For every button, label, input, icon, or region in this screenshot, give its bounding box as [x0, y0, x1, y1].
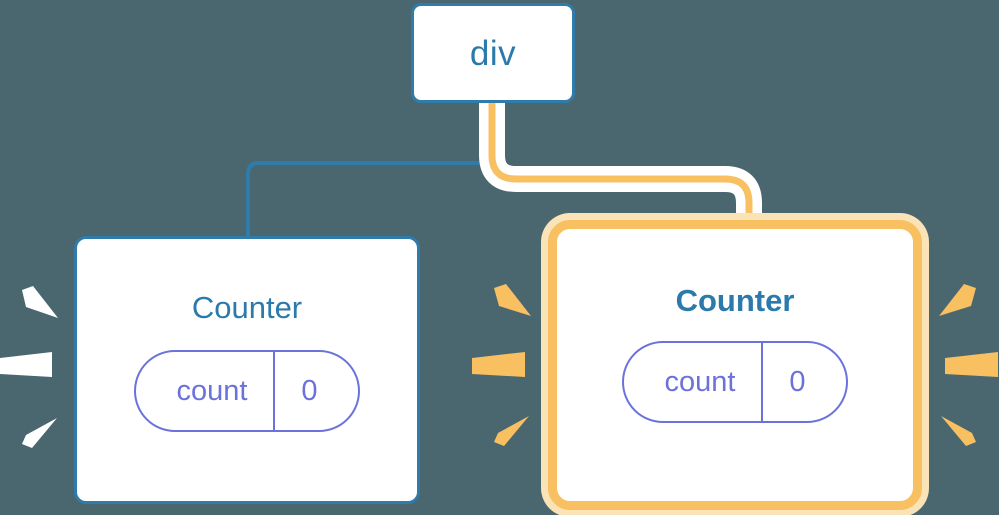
- sparkle-amber-icon-group-middle: [472, 284, 531, 446]
- sparkle-amber-icon: [941, 416, 976, 446]
- edge-div-to-counter-right: [488, 100, 753, 240]
- edge-div-to-counter-left: [246, 101, 494, 240]
- node-counter-left[interactable]: Counter count 0: [74, 236, 420, 504]
- state-pill-right[interactable]: count 0: [622, 341, 848, 423]
- state-name-left: count: [176, 374, 248, 407]
- sparkle-amber-icon-group-right: [939, 284, 998, 446]
- node-counter-right[interactable]: Counter count 0: [548, 220, 922, 510]
- node-counter-right-inner: Counter count 0: [563, 235, 907, 495]
- node-div-label: div: [469, 33, 517, 73]
- state-pill-divider-left: [273, 352, 276, 430]
- sparkle-amber-icon: [939, 284, 976, 316]
- node-counter-left-label: Counter: [191, 290, 303, 325]
- state-pill-divider-right: [761, 343, 764, 421]
- sparkle-white-icon: [22, 418, 57, 448]
- state-value-right: 0: [789, 365, 806, 398]
- sparkle-white-icon: [22, 286, 58, 318]
- sparkle-amber-icon: [945, 352, 998, 377]
- sparkle-amber-icon: [472, 352, 525, 377]
- state-pill-left[interactable]: count 0: [134, 350, 360, 432]
- state-name-right: count: [664, 365, 736, 398]
- node-counter-right-label: Counter: [675, 283, 795, 318]
- sparkle-white-icon-group-left: [0, 286, 58, 448]
- sparkle-amber-icon: [494, 416, 529, 446]
- edge-div-to-counter-right-halo: [479, 100, 762, 240]
- sparkle-white-icon: [0, 352, 52, 377]
- state-value-left: 0: [301, 374, 318, 407]
- node-div[interactable]: div: [411, 3, 575, 103]
- sparkle-amber-icon: [494, 284, 531, 316]
